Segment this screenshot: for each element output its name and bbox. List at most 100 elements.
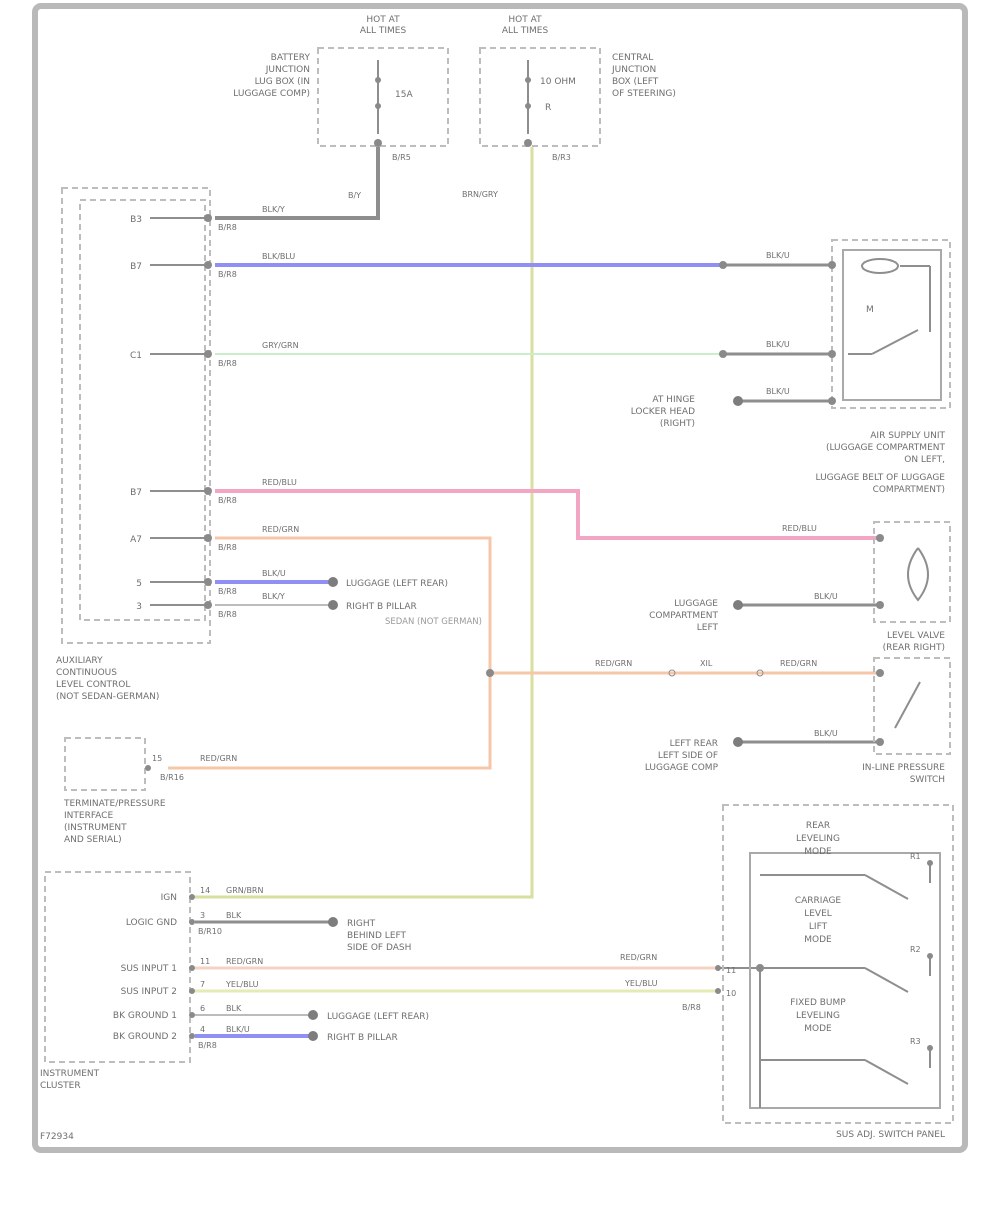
fuse-left-desc-4: LUGGAGE COMP)	[233, 89, 310, 99]
ecm-conn: B/R16	[160, 773, 184, 782]
cu-conn-5: B/R8	[218, 587, 237, 596]
figure-id: F72934	[40, 1132, 74, 1142]
cluster-note-2: BEHIND LEFT	[347, 931, 407, 941]
cu-wire-0: BLK/Y	[262, 205, 285, 214]
fuse-right-desc-2: JUNCTION	[611, 65, 656, 75]
switch-section-pin-2: R3	[910, 1037, 921, 1046]
cluster-label-1: LOGIC GND	[126, 918, 177, 928]
cu-wire-1: BLK/BLU	[262, 252, 295, 261]
cu-wire-5: BLK/U	[262, 569, 286, 578]
switch-pin-dot-0	[927, 860, 933, 866]
pump-wire-1: BLK/U	[766, 251, 790, 260]
cu-conn-0: B/R8	[218, 223, 237, 232]
cu-pin-dot-1	[204, 261, 212, 269]
cu-title-3: LEVEL CONTROL	[56, 680, 130, 690]
pump-title-3: ON LEFT,	[904, 455, 945, 465]
cluster-label-0: IGN	[161, 893, 177, 903]
switch-contact-1	[864, 967, 909, 993]
wire-fuse-left	[215, 147, 380, 220]
valve-ground-1: LUGGAGE	[674, 599, 718, 609]
cluster-label-3: SUS INPUT 2	[121, 987, 177, 997]
cluster-title-1: INSTRUMENT	[40, 1069, 100, 1079]
pswitch-title-2: SWITCH	[910, 775, 945, 785]
cluster-pin-dot-3	[189, 988, 195, 994]
fuse-right-rating-2: R	[545, 103, 551, 113]
cluster-wire-3: YEL/BLU	[225, 980, 259, 989]
switch-section-2-line-1: LEVELING	[796, 1011, 840, 1021]
valve-title-1: LEVEL VALVE	[887, 631, 945, 641]
control-unit: B3BLK/YB/R8B7BLK/BLUB/R8C1GRY/GRNB/R8B7R…	[56, 187, 482, 702]
fuse-left-connector: B/R5	[392, 153, 411, 162]
switch-section-pin-0: R1	[910, 852, 921, 861]
switch-wire-2: YEL/BLU	[624, 979, 658, 988]
pswitch-wire-2: RED/GRN	[780, 659, 817, 668]
fuse-left-desc-3: LUG BOX (IN	[255, 77, 310, 87]
cluster-note-4: LUGGAGE (LEFT REAR)	[327, 1012, 429, 1022]
pressure-switch: RED/GRN RED/GRN XIL BLK/U IN-LINE PRESSU…	[595, 657, 951, 785]
cluster-pin-dot-0	[189, 894, 195, 900]
valve-ground-2: COMPARTMENT	[649, 611, 718, 621]
cu-wire-2: GRY/GRN	[262, 341, 299, 350]
valve-ground-3: LEFT	[697, 623, 719, 633]
pswitch-wire-1: RED/GRN	[595, 659, 632, 668]
page-frame	[32, 3, 968, 1153]
fuse-left-rating: 15A	[395, 90, 413, 100]
fuse-right: HOT AT ALL TIMES 10 OHM R CENTRAL JUNCTI…	[479, 15, 676, 162]
pump-title-4: LUGGAGE BELT OF LUGGAGE	[816, 473, 946, 483]
cu-title-1: AUXILIARY	[56, 656, 103, 666]
terminate-interface: 15 B/R16 RED/GRN TERMINATE/PRESSURE INTE…	[63, 737, 237, 845]
fuse-right-rating-1: 10 OHM	[540, 77, 576, 87]
cluster-note-3: SIDE OF DASH	[347, 943, 411, 953]
cu-title-2: CONTINUOUS	[56, 668, 117, 678]
switch-wire-1: RED/GRN	[620, 953, 657, 962]
fuse-left-wire: B/Y	[348, 191, 361, 200]
level-valve: RED/BLU BLK/U LEVEL VALVE (REAR RIGHT) L…	[649, 521, 951, 653]
pswitch-ground-3: LUGGAGE COMP	[645, 763, 719, 773]
switch-contact-0	[864, 874, 909, 900]
cluster-note-5: RIGHT B PILLAR	[327, 1033, 398, 1043]
cluster-pin-dot-5	[189, 1033, 195, 1039]
cu-wire-4: RED/GRN	[262, 525, 299, 534]
cu-pin-3: B7	[130, 488, 142, 498]
switch-section-0-line-1: LEVELING	[796, 834, 840, 844]
switch-section-1-line-0: CARRIAGE	[795, 896, 842, 906]
cluster-pin-dot-2	[189, 965, 195, 971]
wire-pink-valve	[215, 489, 880, 540]
ecm-title-3: (INSTRUMENT	[64, 823, 127, 833]
fuse-left-header-2: ALL TIMES	[360, 26, 407, 36]
switch-panel-title: SUS ADJ. SWITCH PANEL	[836, 1130, 945, 1140]
pump-wire-3: BLK/U	[766, 387, 790, 396]
cluster-pin-dot-1	[189, 919, 195, 925]
cluster-wire-1: BLK	[226, 911, 242, 920]
wire-orange	[168, 536, 492, 770]
cluster-pin-0: 14	[200, 886, 210, 895]
cu-conn-4: B/R8	[218, 543, 237, 552]
cu-pin-dot-3	[204, 487, 212, 495]
cluster-wire-0: GRN/BRN	[226, 886, 263, 895]
cu-conn-2: B/R8	[218, 359, 237, 368]
ecm-title-2: INTERFACE	[64, 811, 113, 821]
switch-pin-2: 10	[726, 989, 736, 998]
switch-section-2-line-2: MODE	[804, 1024, 832, 1034]
switch-conn: B/R8	[682, 1003, 701, 1012]
cu-wire-3: RED/BLU	[262, 478, 297, 487]
cu-wire-6: BLK/Y	[262, 592, 285, 601]
switch-contact-2	[864, 1059, 909, 1085]
cluster-label-4: BK GROUND 1	[113, 1011, 177, 1021]
cluster-conn-1: B/R10	[198, 927, 222, 936]
cluster-note-1: RIGHT	[347, 919, 376, 929]
pswitch-title-1: IN-LINE PRESSURE	[862, 763, 945, 773]
cluster-pin-3: 7	[200, 980, 205, 989]
switch-section-2-line-0: FIXED BUMP	[790, 998, 846, 1008]
cluster-wire-5: BLK/U	[226, 1025, 250, 1034]
fuse-right-wire: BRN/GRY	[462, 190, 498, 199]
cluster-pin-4: 6	[200, 1004, 205, 1013]
cluster-pin-2: 11	[200, 957, 210, 966]
cu-conn-3: B/R8	[218, 496, 237, 505]
fuse-right-desc-3: BOX (LEFT	[612, 77, 659, 87]
cluster-wire-4: BLK	[226, 1004, 242, 1013]
fuse-right-desc-1: CENTRAL	[612, 53, 653, 63]
pswitch-ground-1: LEFT REAR	[670, 739, 718, 749]
